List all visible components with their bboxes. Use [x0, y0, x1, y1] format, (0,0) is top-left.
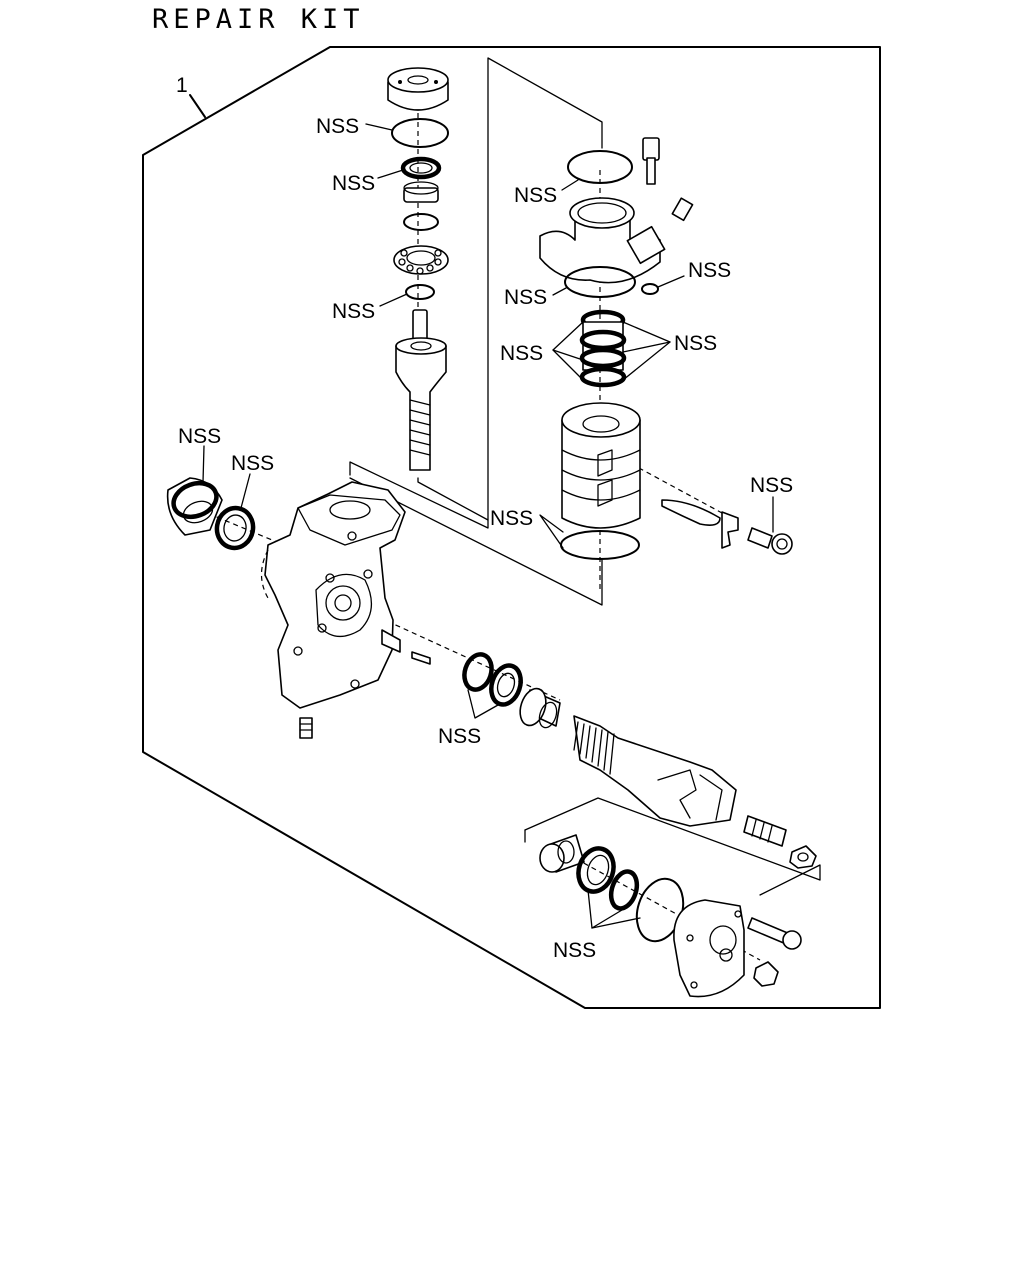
nss-label-valve-oring: NSS — [504, 286, 547, 309]
nss-label-top-seal: NSS — [332, 172, 375, 195]
side-cover — [673, 899, 802, 998]
nss-label-sector-seals: NSS — [438, 725, 481, 748]
nss-label-top-oring: NSS — [316, 115, 359, 138]
nss-label-piston-ring: NSS — [490, 507, 533, 530]
worm-shaft — [395, 309, 447, 471]
group-outlines — [349, 57, 821, 896]
piston-rings — [579, 309, 627, 388]
kit-boundary: 1 — [142, 46, 881, 1009]
upper-seal-stack — [391, 118, 449, 300]
nss-label-rings-left: NSS — [500, 342, 543, 365]
side-cover-seals — [539, 834, 685, 943]
nss-callouts: NSS NSS NSS NSS NSS NSS NSS NSS NSS NSS … — [178, 115, 793, 962]
item-number-label: 1 — [176, 74, 188, 97]
rack-piston — [560, 402, 641, 560]
assembly-axes — [199, 95, 761, 961]
boot-and-seal — [166, 477, 256, 551]
nss-label-small-oring: NSS — [332, 300, 375, 323]
sector-shaft — [573, 715, 817, 869]
page-title: REPAIR KIT — [152, 4, 365, 35]
nss-label-cover-oring: NSS — [514, 184, 557, 207]
top-cap — [387, 67, 449, 111]
sector-shaft-seals — [462, 652, 561, 729]
callout-leaders — [202, 123, 774, 929]
nss-label-housing-seal: NSS — [231, 452, 274, 475]
gear-housing — [260, 481, 431, 739]
nss-label-boot: NSS — [178, 425, 221, 448]
nss-label-valve-oring-small: NSS — [688, 259, 731, 282]
valve-cover-assembly — [539, 137, 694, 298]
ball-guide-and-bolt — [661, 499, 793, 555]
nss-label-bolt: NSS — [750, 474, 793, 497]
nss-label-side-cover-seals: NSS — [553, 939, 596, 962]
nss-label-rings-right: NSS — [674, 332, 717, 355]
